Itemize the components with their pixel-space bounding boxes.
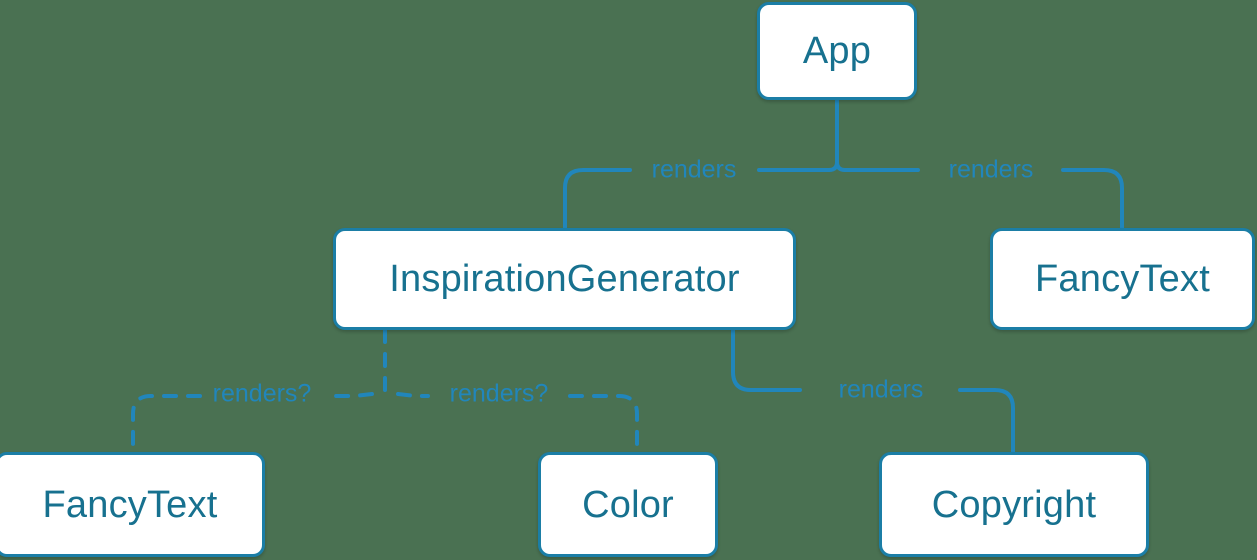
edge-inspiration-copyright-tail bbox=[958, 388, 1015, 454]
edge-inspiration-fancytext-left bbox=[323, 392, 374, 398]
edge-inspiration-fancytext-left-tail bbox=[131, 394, 202, 454]
edge-app-inspiration bbox=[563, 168, 632, 232]
edge-app-stem-right bbox=[835, 160, 920, 172]
node-fancytext-left-label: FancyText bbox=[42, 483, 218, 526]
edge-inspiration-color-tail bbox=[568, 394, 639, 454]
node-fancytext-left[interactable]: FancyText bbox=[0, 452, 265, 557]
node-copyright-label: Copyright bbox=[931, 483, 1097, 526]
node-inspiration-generator-label: InspirationGenerator bbox=[389, 258, 740, 300]
node-app[interactable]: App bbox=[757, 2, 917, 100]
edge-inspiration-color bbox=[396, 392, 430, 398]
node-copyright[interactable]: Copyright bbox=[879, 452, 1149, 557]
node-app-label: App bbox=[802, 30, 872, 72]
edge-inspiration-copyright bbox=[731, 328, 802, 392]
node-color-label: Color bbox=[582, 483, 674, 526]
node-fancytext-right[interactable]: FancyText bbox=[990, 228, 1255, 330]
node-inspiration-generator[interactable]: InspirationGenerator bbox=[333, 228, 796, 330]
edge-app-stem bbox=[757, 98, 839, 172]
edge-app-fancytext bbox=[1061, 168, 1124, 232]
node-color[interactable]: Color bbox=[538, 452, 718, 557]
node-fancytext-right-label: FancyText bbox=[1035, 258, 1210, 300]
